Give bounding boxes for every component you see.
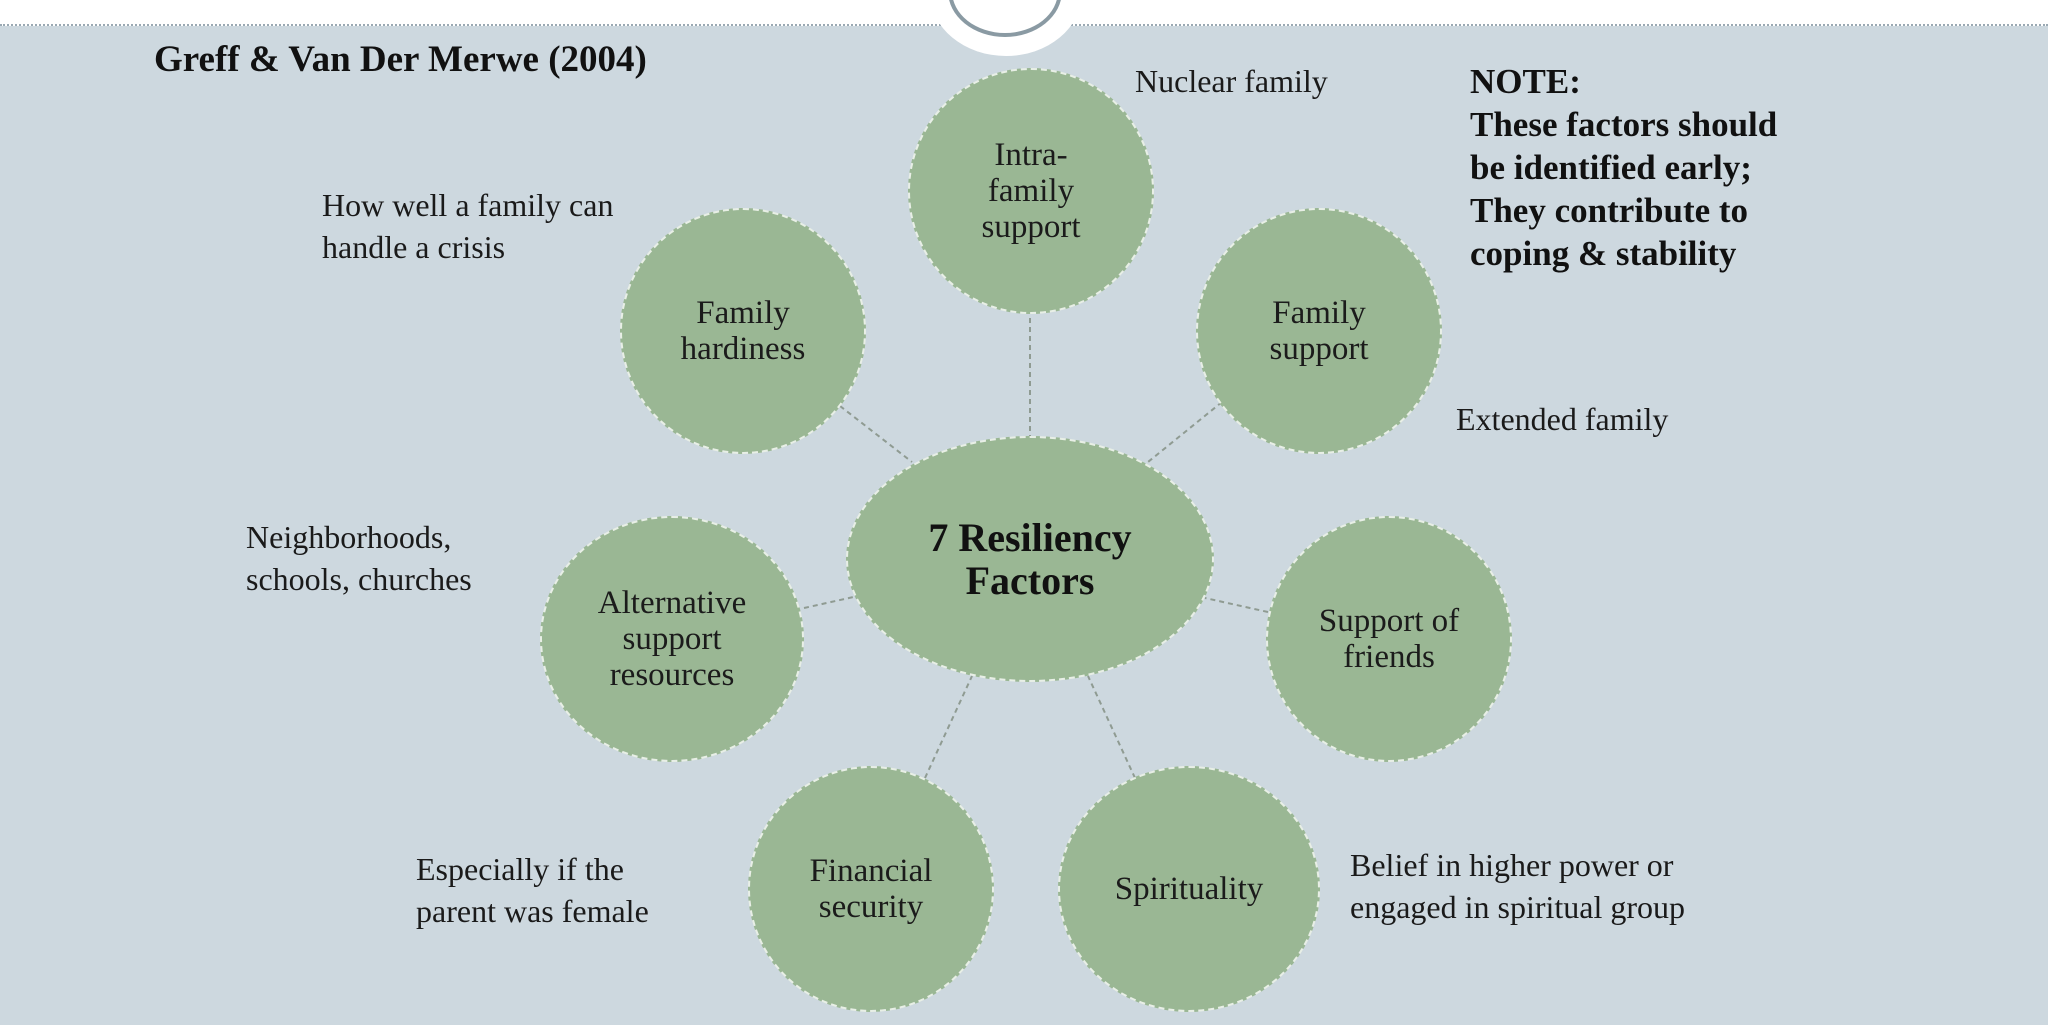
note-financial-security: Especially if the parent was female: [416, 851, 649, 929]
node-spirituality: Spirituality: [1058, 766, 1320, 1012]
node-family-hardiness: Family hardiness: [620, 208, 866, 454]
node-alternative-support-resources: Alternative support resources: [540, 516, 804, 762]
connector-financial: [924, 675, 973, 779]
note-block: NOTE: These factors should be identified…: [1470, 62, 1778, 273]
connector-alternative: [803, 595, 859, 609]
connector-family-support: [1147, 401, 1223, 463]
node-intra-family-support: Intra- family support: [908, 68, 1154, 314]
note-alternative-support-resources: Neighborhoods, schools, churches: [246, 519, 472, 597]
node-family-support: Family support: [1196, 208, 1442, 454]
connector-hardiness: [839, 405, 913, 463]
connector-spirituality: [1087, 675, 1136, 779]
note-spirituality: Belief in higher power or engaged in spi…: [1350, 847, 1686, 925]
node-financial-security: Financial security: [748, 766, 994, 1012]
note-family-support: Extended family: [1456, 401, 1669, 437]
note-intra-family-support: Nuclear family: [1135, 63, 1328, 99]
note-family-hardiness: How well a family can handle a crisis: [322, 187, 614, 265]
center-node: 7 Resiliency Factors: [846, 436, 1214, 682]
slide-title: Greff & Van Der Merwe (2004): [154, 39, 647, 80]
node-support-of-friends: Support of friends: [1266, 516, 1512, 762]
connector-friends: [1204, 597, 1269, 613]
